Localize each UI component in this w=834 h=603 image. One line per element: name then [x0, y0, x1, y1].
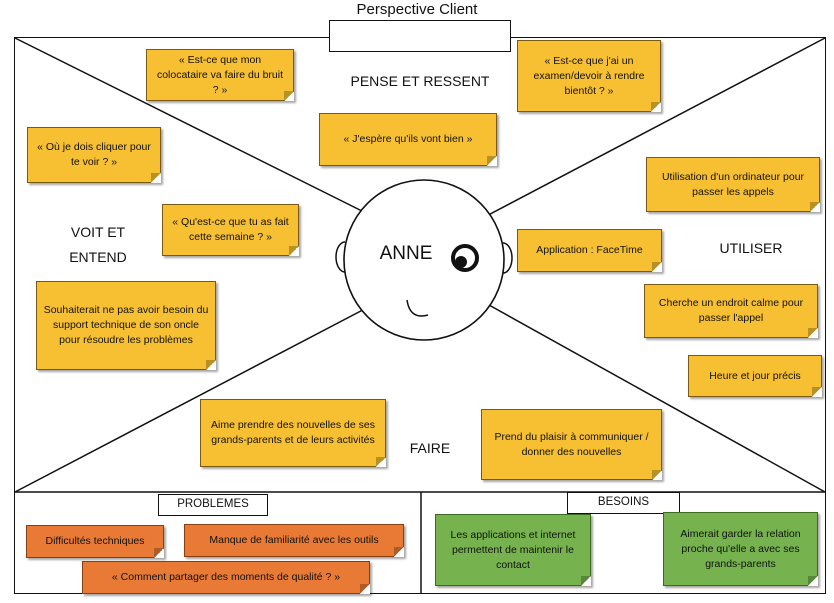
face-circle — [343, 179, 505, 341]
problem-item: Manque de familiarité avec les outils — [184, 524, 404, 557]
diagonal-top-left — [14, 37, 381, 221]
quadrant-label-does: FAIRE — [409, 440, 451, 456]
note-roommate-noise: « Est-ce que mon colocataire va faire du… — [146, 49, 294, 101]
problem-item: « Comment partager des moments de qualit… — [82, 561, 370, 594]
diagonal-bottom-right — [479, 299, 826, 493]
title-box — [329, 20, 511, 52]
quadrant-label-sees-hears-1: VOIT ET — [70, 224, 126, 240]
quadrant-label-sees-hears-2: ENTEND — [69, 249, 127, 265]
need-item: Aimerait garder la relation proche qu'el… — [663, 512, 818, 586]
diagonal-bottom-left — [14, 301, 379, 493]
page-title: Perspective Client — [356, 1, 478, 18]
note-hope-well: « J'espère qu'ils vont bien » — [319, 113, 497, 166]
note-what-week: « Qu'est-ce que tu as fait cette semaine… — [162, 204, 299, 256]
needs-label: BESOINS — [567, 492, 680, 514]
note-pleasure-news: Prend du plaisir à communiquer / donner … — [481, 409, 662, 480]
note-time-day: Heure et jour précis — [688, 355, 822, 397]
note-facetime: Application : FaceTime — [517, 229, 662, 272]
problems-label: PROBLEMES — [158, 494, 268, 516]
smile — [406, 299, 429, 317]
note-quiet-place: Cherche un endroit calme pour passer l'a… — [644, 284, 818, 338]
quadrant-label-uses: UTILISER — [719, 240, 783, 256]
problem-item: Difficultés techniques — [26, 525, 164, 558]
note-where-click: « Où je dois cliquer pour te voir ? » — [27, 127, 161, 183]
note-news-grandparents: Aime prendre des nouvelles de ses grands… — [200, 399, 386, 467]
need-item: Les applications et internet permettent … — [435, 514, 591, 586]
quadrant-label-thinks-feels: PENSE ET RESSENT — [350, 73, 490, 89]
note-exam-homework: « Est-ce que j'ai un examen/devoir à ren… — [517, 40, 661, 112]
left-ear — [335, 241, 346, 273]
right-ear — [502, 242, 513, 274]
note-computer-use: Utilisation d'un ordinateur pour passer … — [646, 157, 820, 212]
persona-name: ANNE — [379, 243, 433, 264]
pupil — [455, 256, 467, 268]
diagonal-top-right — [474, 37, 826, 223]
note-tech-support: Souhaiterait ne pas avoir besoin du supp… — [36, 281, 216, 370]
